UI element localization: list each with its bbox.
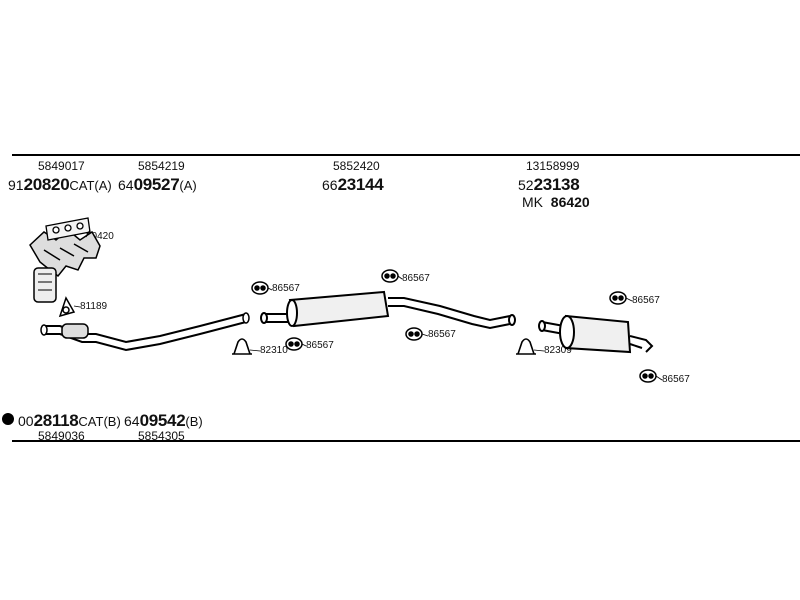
callout-clamp-1: 82310 [260, 345, 288, 356]
manifold-gasket [45, 217, 91, 241]
manifold-part-number: 9120820CAT(A) [8, 175, 112, 194]
bottom-rule [12, 440, 800, 442]
front-gasket [58, 296, 76, 318]
callout-hanger-1: 86567 [272, 283, 300, 294]
rear-silencer-part-number: 5223138 [518, 175, 580, 194]
rubber-hanger-icon [251, 269, 657, 383]
front-pipe [40, 312, 250, 352]
manifold-b-oe-number: 5849036 [38, 429, 85, 443]
callout-gasket-manifold: 80420 [86, 231, 114, 242]
front-pipe-oe-number: 5854219 [138, 159, 185, 173]
exhaust-manifold [29, 229, 101, 303]
top-rule [12, 154, 800, 156]
callout-clamp-2: 82309 [544, 345, 572, 356]
callout-hanger-3: 86567 [306, 340, 334, 351]
mounting-kit-number: MK 86420 [522, 194, 590, 210]
front-pipe-b-part-number: 6409542(B) [124, 411, 203, 430]
manifold-oe-number: 5849017 [38, 159, 85, 173]
callout-hanger-4: 86567 [428, 329, 456, 340]
callout-gasket-front: 81189 [80, 301, 108, 312]
front-pipe-part-number: 6409527(A) [118, 175, 197, 194]
callout-hanger-2: 86567 [402, 273, 430, 284]
middle-silencer-oe-number: 5852420 [333, 159, 380, 173]
rear-silencer [538, 314, 654, 354]
callout-hanger-5: 86567 [632, 295, 660, 306]
callout-hanger-6: 86567 [662, 374, 690, 385]
manifold-b-part-number: 0028118CAT(B) [18, 411, 121, 430]
leader-lines [73, 275, 663, 381]
bullet-marker [2, 413, 14, 425]
rear-silencer-oe-number: 13158999 [526, 159, 580, 173]
middle-silencer-part-number: 6623144 [322, 175, 384, 194]
front-pipe-b-oe-number: 5854305 [138, 429, 185, 443]
pipe-clamp-icon [232, 338, 536, 355]
gasket-manifold-leader [85, 229, 91, 238]
middle-silencer [260, 290, 516, 330]
